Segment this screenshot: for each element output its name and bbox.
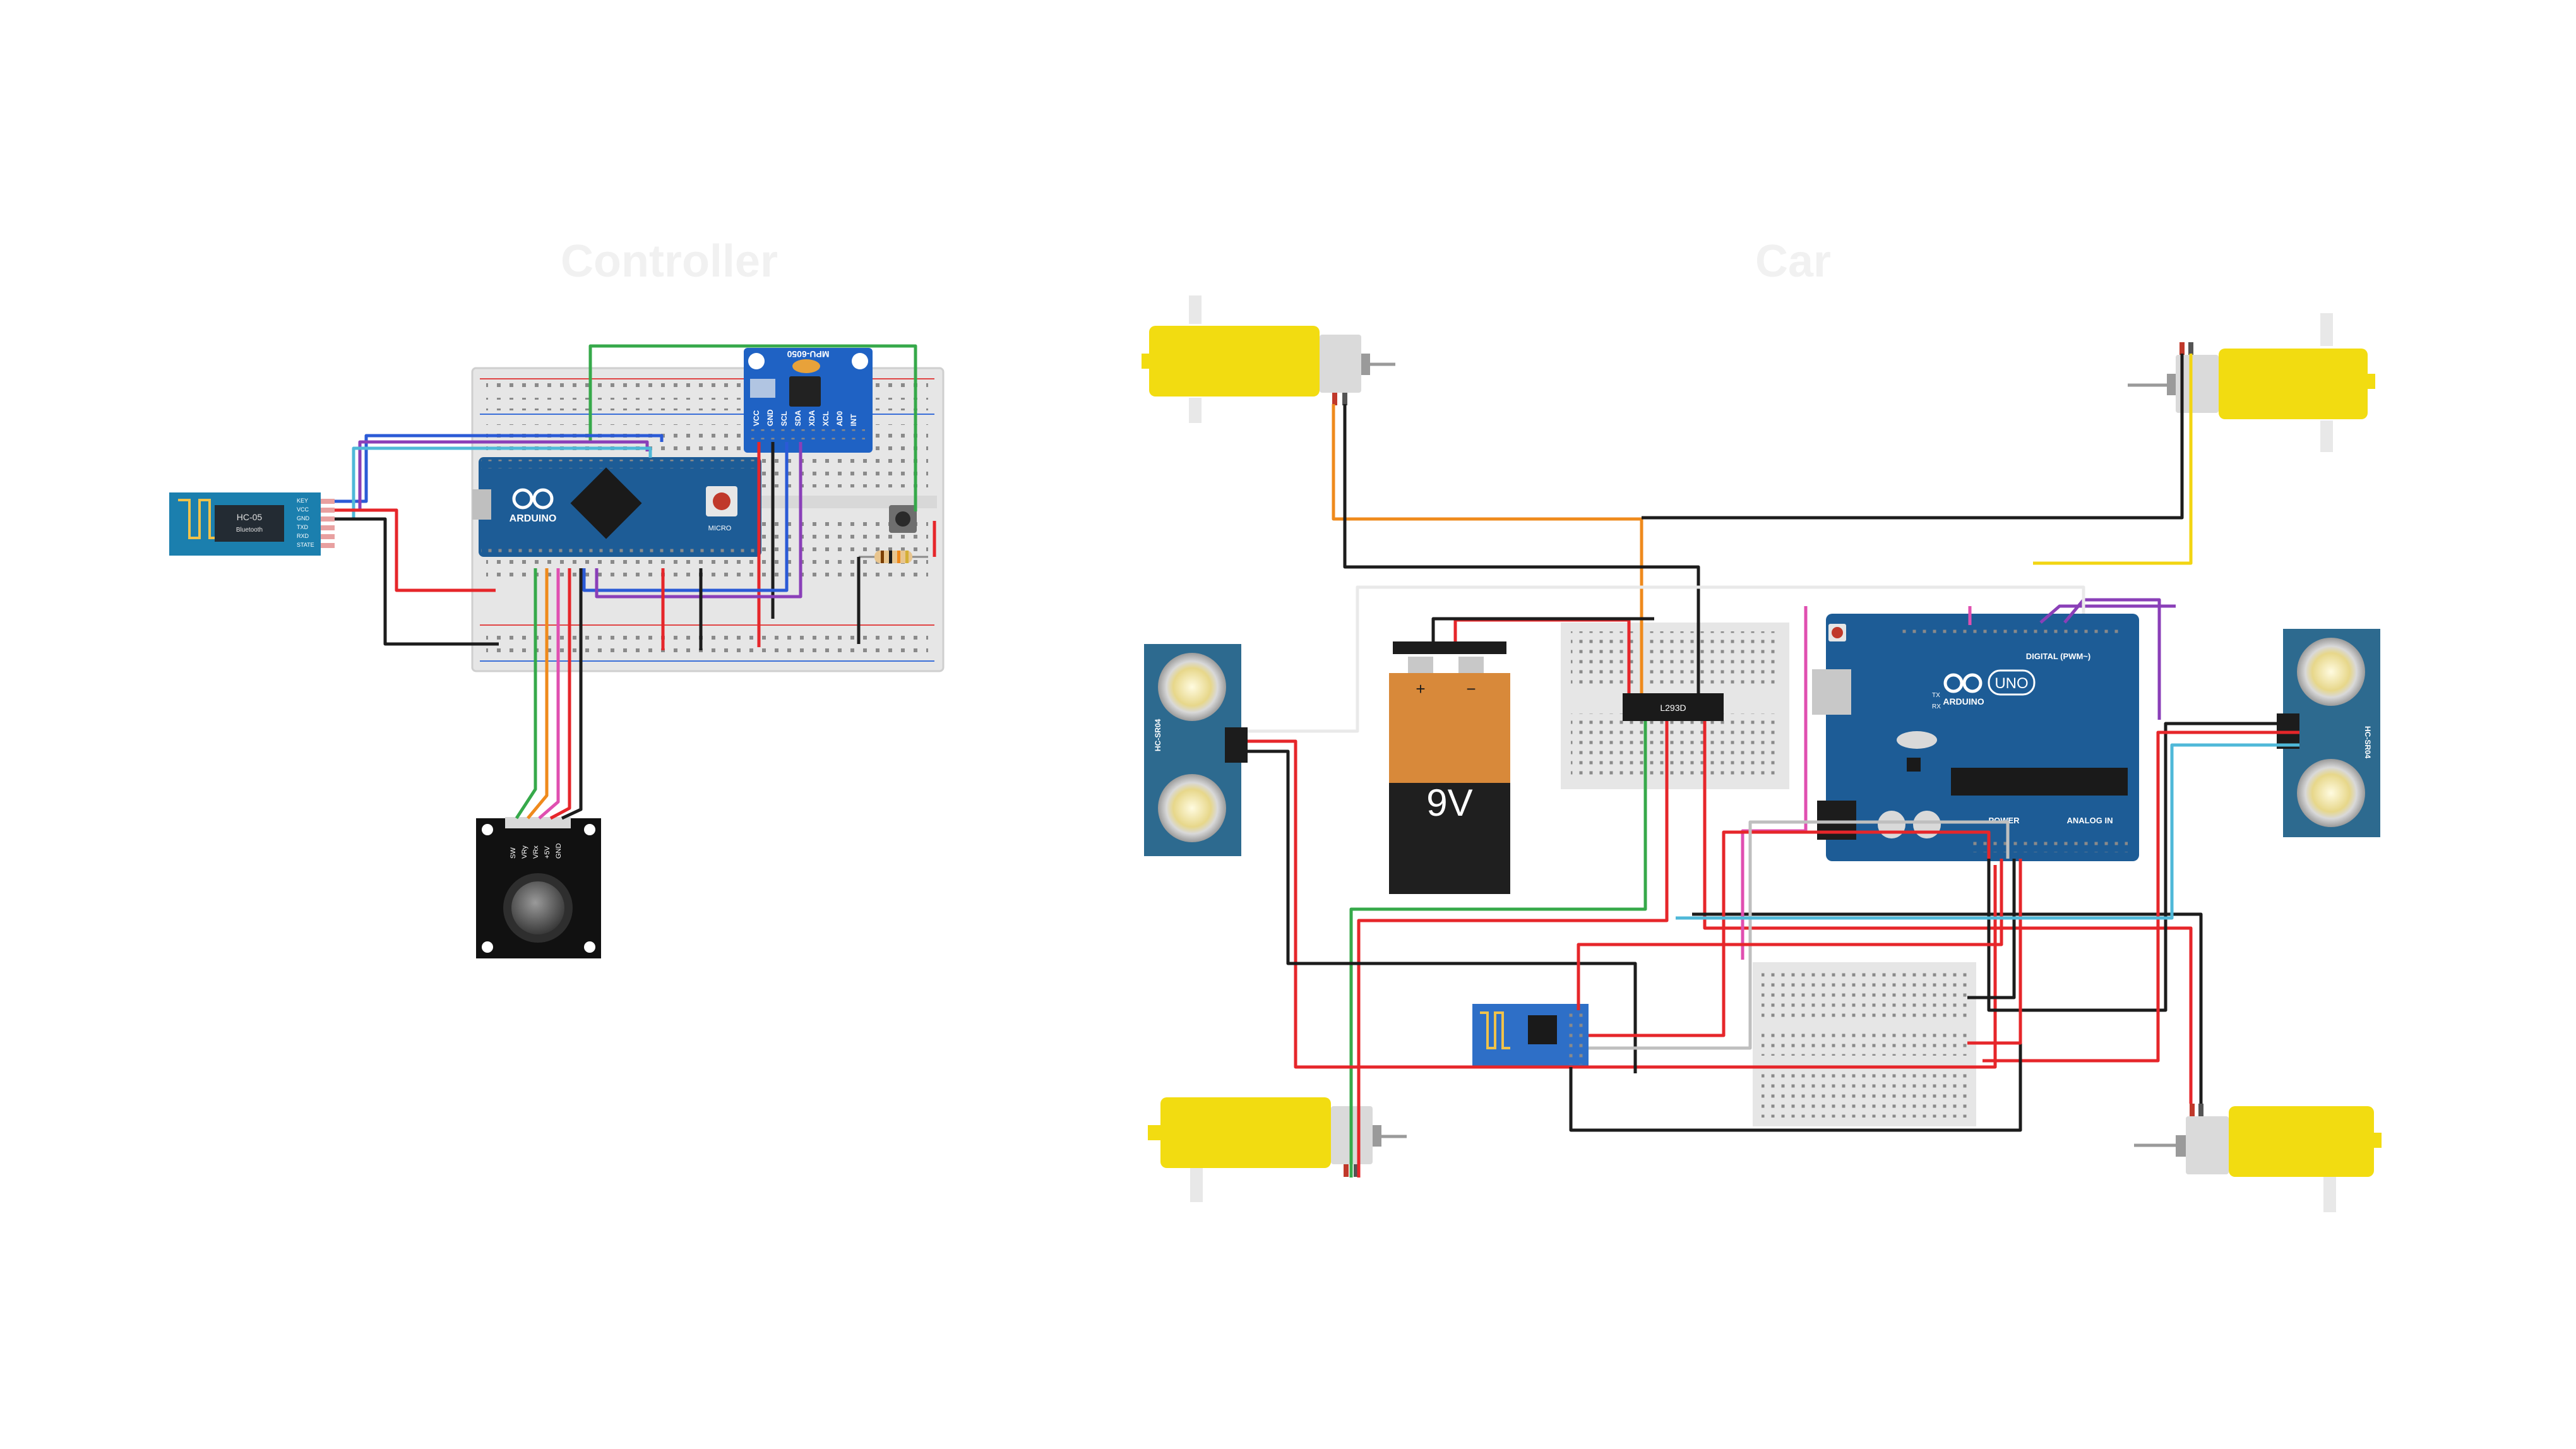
tx-label: TX [1932,692,1940,699]
motor-bottom-left [1148,1097,1407,1202]
joystick-knob-icon [511,881,564,934]
mpu-pin-label: XCL [821,411,830,426]
motor-bottom-right [2134,1104,2382,1212]
car-wires [1248,354,2299,1178]
joystick-pin-label: VRx [532,845,540,859]
joystick-pin-label: +5V [544,845,551,859]
hc05-pin-label: GND [297,515,310,522]
hc05-pin-label: STATE [297,542,314,548]
hc05-pin-label: RXD [297,533,309,539]
arduino-uno-logo: ARDUINO [1943,696,1984,707]
mpu-pin-label: INT [849,414,858,426]
resistor [859,551,928,563]
battery-plus-icon: + [1416,679,1425,698]
push-button [889,505,917,533]
rx-label: RX [1932,703,1941,710]
arduino-uno: UNO ARDUINO DIGITAL (PWM~) POWER ANALOG … [1812,614,2139,861]
joystick-pin-label: VRy [521,845,528,859]
joystick-pin-label: GND [555,844,563,859]
digital-header-label: DIGITAL (PWM~) [2026,652,2090,661]
mpu-pin-label: AD0 [835,411,844,426]
arduino-micro-logo-icon [512,488,554,510]
car-title: Car [1755,236,1831,287]
mpu-pin-label: GND [766,409,775,426]
mpu-pin-label: SCL [780,411,789,426]
car-breadboard-bottom [1753,962,1976,1126]
battery-minus-icon: − [1466,679,1476,698]
hc05-pin-label: TXD [297,524,309,530]
mpu-pin-label: XDA [808,410,816,426]
hc05-bluetooth-module: HC-05 Bluetooth KEY VCC GND TXD RXD STAT… [169,492,335,556]
hc05-subtitle: Bluetooth [236,527,263,534]
battery-label: 9V [1426,782,1472,824]
l293d-driver: L293D [1623,693,1724,721]
controller-title: Controller [561,236,778,287]
motor-top-right [2128,313,2375,452]
esp8266-wifi-module [1472,1004,1589,1067]
hc05-pin-label: VCC [297,506,309,513]
arduino-micro: ARDUINO MICRO [472,457,761,557]
ultrasonic-right-label: HC-SR04 [2363,726,2372,759]
battery-9v: 9V + − [1389,641,1510,894]
hc05-pin-label: KEY [297,498,308,504]
motor-top-left [1142,295,1395,423]
arduino-micro-logo: ARDUINO [510,513,557,524]
arduino-micro-model: MICRO [708,525,732,532]
mpu-pin-label: VCC [752,410,761,426]
l293d-label: L293D [1660,703,1686,713]
mpu-title: MPU-6050 [787,349,829,359]
arduino-uno-model: UNO [1995,675,2028,692]
analog-header-label: ANALOG IN [2067,816,2113,825]
ultrasonic-left-label: HC-SR04 [1154,719,1162,751]
hc05-title: HC-05 [237,512,263,522]
controller-wires [335,344,936,820]
ultrasonic-sensor-left: HC-SR04 [1144,644,1248,856]
arduino-uno-logo-icon [1943,673,1983,693]
mpu6050-module: MPU-6050 VCC GND SCL SDA XDA XCL AD0 INT [744,348,873,453]
mpu-pin-label: SDA [794,410,802,426]
joystick-pin-label: SW [510,847,517,859]
joystick-module: SW VRy VRx +5V GND [476,817,601,958]
